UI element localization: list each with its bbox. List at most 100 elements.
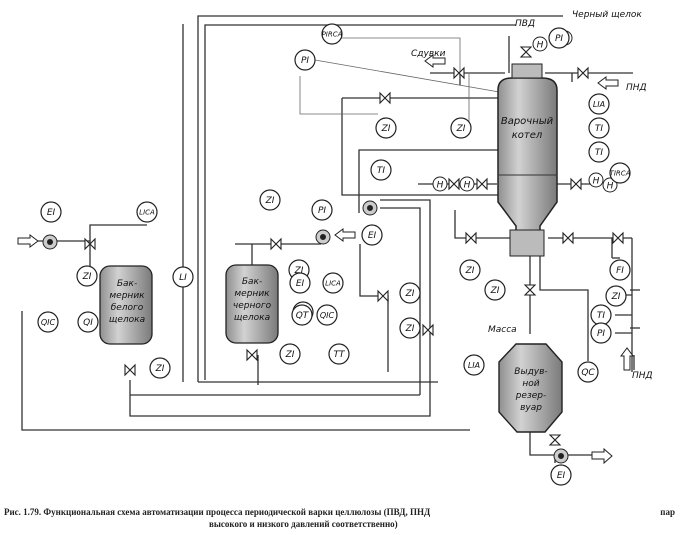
svg-text:Н: Н (537, 41, 544, 51)
instrument-qi: QI (77, 311, 99, 333)
pump-icon (362, 200, 378, 216)
valve-icon (377, 289, 389, 303)
process-pipes (21, 15, 640, 463)
svg-text:Н: Н (437, 181, 444, 191)
valve-icon (422, 323, 434, 337)
svg-text:щелока: щелока (109, 315, 145, 325)
valve-icon (612, 231, 624, 245)
svg-text:ZI: ZI (294, 266, 304, 276)
svg-text:ZI: ZI (381, 124, 391, 134)
instrument-tt: TT (328, 343, 350, 365)
svg-text:PI: PI (318, 206, 326, 216)
svg-text:ZI: ZI (405, 289, 415, 299)
instrument-qt: QT (291, 304, 313, 326)
pump-icon (42, 234, 58, 250)
valve-icon (453, 66, 465, 80)
valve-icon (519, 46, 533, 58)
signal-lines (299, 37, 506, 128)
svg-text:FI: FI (616, 266, 624, 276)
svg-text:TI: TI (597, 311, 605, 321)
digester-label: Варочный котел (501, 116, 554, 141)
svg-text:PI: PI (597, 329, 605, 339)
svg-text:QIC: QIC (41, 318, 56, 327)
instruments-layer: PIRCA PI ZI ZI ZI PI TI PI LIA TI TI TIRCA EI LICA ZI L… (37, 23, 631, 486)
svg-text:PI: PI (555, 34, 563, 44)
svg-text:мерник: мерник (234, 289, 270, 299)
instrument-zi: ZI (375, 117, 397, 139)
valve-icon (448, 177, 460, 191)
blow-tank (498, 343, 563, 433)
svg-text:Варочный: Варочный (501, 116, 554, 127)
svg-text:Выдув-: Выдув- (514, 367, 547, 377)
valve-letter-circle: Н (602, 177, 618, 193)
valve-icon (84, 237, 96, 251)
svg-text:TI: TI (595, 148, 603, 158)
instrument-qic: QIC (37, 311, 59, 333)
svg-text:вуар: вуар (520, 403, 542, 413)
black-liquor-label: Черный щелок (572, 10, 642, 20)
svg-text:ZI: ZI (465, 266, 475, 276)
svg-text:котел: котел (512, 130, 543, 141)
svg-text:Бак-: Бак- (242, 277, 262, 287)
instrument-pi: PI (590, 322, 612, 344)
white-liquor-tank-label: Бак- мерник белого щелока (109, 279, 145, 325)
svg-text:резер-: резер- (515, 391, 547, 401)
valve-icon (465, 231, 477, 245)
caption-line-1-end: пар (660, 507, 675, 517)
svg-text:LICA: LICA (139, 209, 155, 217)
svg-text:PI: PI (301, 56, 309, 66)
digester-vessel (497, 63, 558, 257)
svg-text:TT: TT (334, 350, 346, 360)
svg-text:TI: TI (595, 124, 603, 134)
valve-icon (570, 177, 582, 191)
svg-text:LI: LI (179, 273, 187, 283)
instrument-zi: ZI (484, 279, 506, 301)
valve-icon (124, 363, 136, 377)
svg-text:черного: черного (233, 301, 272, 311)
instrument-lia: LIA (463, 354, 485, 376)
blowoff-label: Сдувки (411, 49, 446, 59)
svg-text:EI: EI (296, 279, 305, 289)
valve-icon (270, 237, 282, 251)
svg-text:Бак-: Бак- (117, 279, 137, 289)
valve-icon (476, 177, 488, 191)
svg-text:EI: EI (47, 208, 56, 218)
svg-text:ZI: ZI (405, 324, 415, 334)
svg-text:LIA: LIA (593, 100, 605, 109)
instrument-zi: ZI (605, 285, 627, 307)
pump-icon (315, 229, 331, 245)
svg-text:ной: ной (522, 379, 539, 389)
black-liquor-tank-label: Бак- мерник черного щелока (233, 277, 272, 323)
svg-text:QC: QC (581, 368, 595, 378)
instrument-pi: PI (548, 27, 570, 49)
svg-text:Н: Н (464, 181, 471, 191)
valve-icon (523, 284, 537, 296)
valve-letter-circle: Н (432, 176, 448, 192)
svg-text:QIC: QIC (320, 311, 335, 320)
svg-text:щелока: щелока (234, 313, 270, 323)
lp-steam-top-label: ПНД (626, 83, 647, 93)
instrument-lia: LIA (588, 93, 610, 115)
svg-text:EI: EI (557, 471, 566, 481)
instrument-fi: FI (609, 259, 631, 281)
svg-text:мерник: мерник (109, 291, 145, 301)
svg-text:Н: Н (607, 182, 614, 192)
instrument-zi: ZI (279, 343, 301, 365)
svg-text:ZI: ZI (155, 364, 165, 374)
instrument-lica: LICA (322, 272, 344, 294)
instrument-zi: ZI (76, 265, 98, 287)
black-liquor-tank (225, 264, 279, 344)
white-liquor-tank (99, 265, 153, 345)
svg-text:QI: QI (83, 318, 93, 328)
instrument-lica: LICA (136, 201, 158, 223)
valve-icon (379, 91, 391, 105)
instrument-zi: ZI (149, 357, 171, 379)
caption-line-2: высокого и низкого давлений соответствен… (209, 519, 398, 529)
instrument-pirca: PIRCA (321, 23, 343, 45)
instrument-ei: EI (550, 464, 572, 486)
svg-text:TIRCA: TIRCA (610, 170, 631, 178)
flow-arrows (17, 54, 634, 465)
svg-text:ZI: ZI (611, 292, 621, 302)
instrument-zi: ZI (399, 317, 421, 339)
instrument-zi: ZI (450, 117, 472, 139)
